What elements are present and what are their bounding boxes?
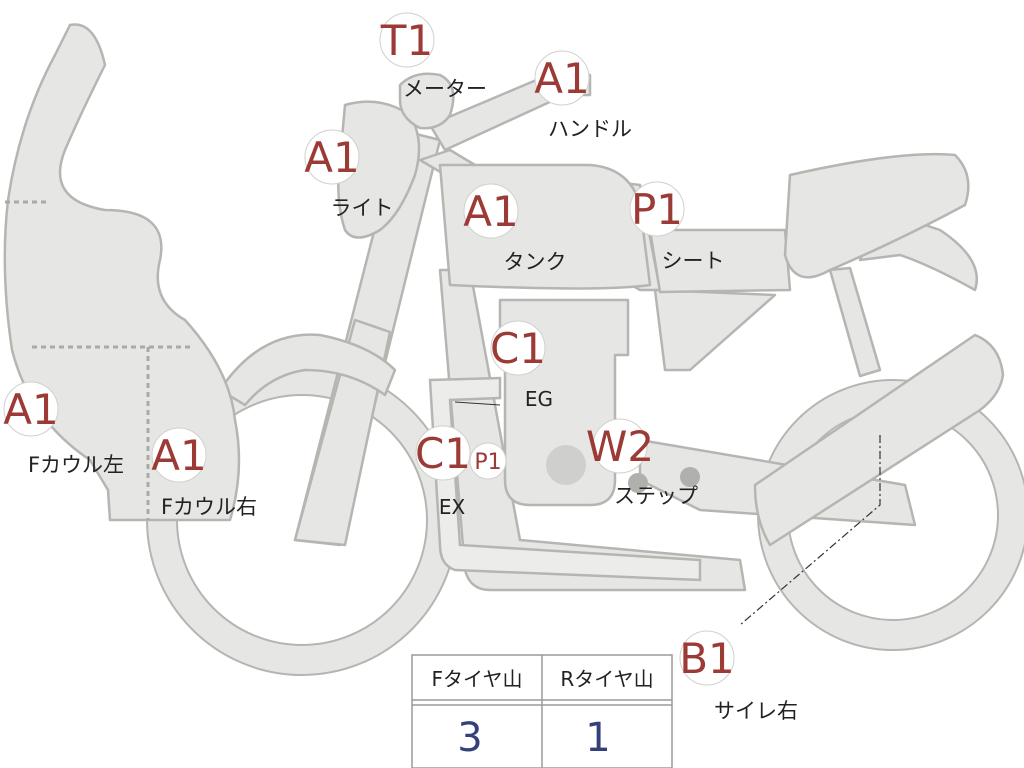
part-name-handle: ハンドル bbox=[548, 117, 632, 141]
condition-code-fcowl-left: A1 bbox=[3, 385, 58, 434]
badge-tank bbox=[463, 183, 519, 239]
badge-handle bbox=[534, 50, 590, 106]
part-name-tank: タンク bbox=[504, 250, 567, 274]
step-peg-1 bbox=[628, 473, 648, 493]
part-label-muffler-right: B1 サイレ右 bbox=[679, 630, 798, 723]
part-name-engine: EG bbox=[525, 387, 553, 411]
leader-eg bbox=[454, 401, 501, 406]
seat-shape bbox=[648, 228, 792, 294]
condition-code-exhaust-extra: P1 bbox=[474, 450, 501, 475]
leader-muffler bbox=[739, 435, 881, 626]
part-label-exhaust-extra: P1 bbox=[469, 442, 507, 480]
part-label-handle: A1 ハンドル bbox=[534, 50, 632, 141]
badge-light bbox=[304, 129, 360, 185]
condition-code-seat: P1 bbox=[631, 185, 683, 234]
part-name-light: ライト bbox=[331, 196, 394, 220]
front-tire-value: 3 bbox=[457, 715, 482, 761]
condition-code-tank: A1 bbox=[463, 187, 518, 236]
condition-code-step: W2 bbox=[586, 422, 654, 471]
part-name-meter: メーター bbox=[403, 77, 487, 101]
motorcycle-illustration bbox=[3, 23, 1024, 676]
part-label-seat: P1 シート bbox=[629, 181, 725, 273]
part-name-exhaust: EX bbox=[439, 495, 466, 519]
badge-step bbox=[592, 418, 648, 474]
tire-table: Fタイヤ山 Rタイヤ山 3 1 bbox=[411, 654, 673, 768]
condition-code-handle: A1 bbox=[534, 54, 589, 103]
front-cowl bbox=[3, 23, 241, 522]
part-name-fcowl-right: Fカウル右 bbox=[161, 495, 257, 519]
condition-code-fcowl-right: A1 bbox=[151, 431, 206, 480]
badge-fcowl-right bbox=[151, 427, 207, 483]
part-name-muffler-right: サイレ右 bbox=[714, 699, 798, 723]
part-label-step: W2 ステップ bbox=[586, 418, 698, 508]
condition-code-muffler-right: B1 bbox=[679, 634, 735, 683]
part-name-seat: シート bbox=[662, 249, 725, 273]
badge-seat bbox=[629, 181, 685, 237]
rear-tire-header: Rタイヤ山 bbox=[560, 667, 653, 691]
side-cover bbox=[653, 288, 777, 372]
rear-frame-strut bbox=[828, 266, 882, 378]
front-tire-header: Fタイヤ山 bbox=[432, 667, 523, 691]
rear-seat bbox=[783, 152, 970, 279]
condition-code-engine: C1 bbox=[490, 324, 546, 373]
part-name-fcowl-left: Fカウル左 bbox=[28, 453, 124, 477]
part-label-tank: A1 タンク bbox=[463, 183, 567, 274]
condition-code-meter: T1 bbox=[380, 16, 433, 65]
step-peg-2 bbox=[680, 467, 700, 487]
part-label-light: A1 ライト bbox=[304, 129, 394, 220]
front-fender bbox=[218, 333, 397, 407]
engine-cover bbox=[546, 445, 586, 485]
condition-code-exhaust: C1 bbox=[415, 429, 471, 478]
rear-tire-value: 1 bbox=[585, 715, 610, 761]
part-name-step: ステップ bbox=[614, 484, 698, 508]
exhaust-pipe bbox=[428, 376, 702, 582]
meter-shape bbox=[398, 72, 455, 130]
part-label-meter: T1 メーター bbox=[379, 12, 487, 101]
badge-meter bbox=[379, 12, 435, 68]
badge-exhaust bbox=[415, 425, 471, 481]
muffler bbox=[753, 333, 1005, 547]
condition-code-light: A1 bbox=[304, 133, 359, 182]
badge-engine bbox=[490, 320, 546, 376]
badge-exhaust-extra bbox=[469, 442, 507, 480]
badge-muffler-right bbox=[679, 630, 735, 686]
badge-fcowl-left bbox=[3, 381, 59, 437]
